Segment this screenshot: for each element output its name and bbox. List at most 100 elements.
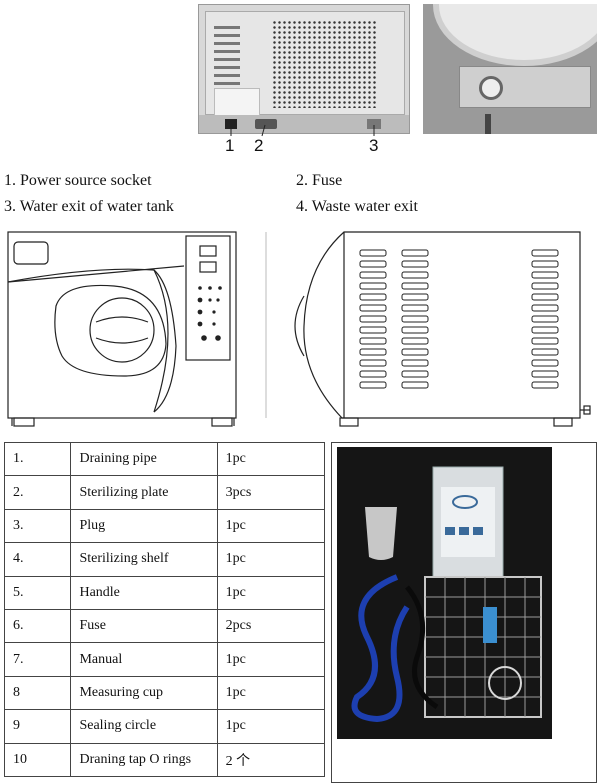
row-number: 8 — [3, 675, 72, 711]
vent-slot — [531, 282, 559, 290]
vent-slot — [359, 260, 387, 268]
back-panel — [205, 11, 405, 116]
front-view-drawing — [7, 231, 267, 427]
vent-slot — [531, 315, 559, 323]
item-name: Measuring cup — [70, 675, 218, 711]
vent-slot — [401, 348, 429, 356]
item-quantity: 1pc — [216, 642, 326, 677]
vent-slot — [531, 249, 559, 257]
vent-slot — [359, 370, 387, 378]
item-name: Manual — [70, 642, 218, 677]
vent-slot — [401, 370, 429, 378]
legend-item-4: 4. Waste water exit — [296, 198, 418, 215]
vent-slot — [401, 271, 429, 279]
vent-slot — [531, 304, 559, 312]
row-number: 5. — [3, 575, 72, 610]
row-number: 4. — [3, 542, 72, 577]
fan-grill — [272, 20, 376, 108]
item-name: Fuse — [70, 608, 218, 644]
power-socket — [225, 119, 237, 129]
vent-slot — [401, 326, 429, 334]
vent-slot — [359, 282, 387, 290]
item-quantity: 3pcs — [216, 475, 326, 510]
legend-item-3: 3. Water exit of water tank — [4, 198, 174, 215]
side-vents-drawing — [359, 249, 559, 389]
item-quantity: 1pc — [216, 441, 326, 477]
row-number: 9 — [3, 709, 72, 744]
item-quantity: 1pc — [216, 542, 326, 577]
vent-slot — [401, 315, 429, 323]
vent-slot — [401, 304, 429, 312]
row-number: 2. — [3, 475, 72, 510]
vent-slot — [359, 315, 387, 323]
side-view-drawing — [294, 231, 591, 427]
accessories-illustration — [337, 447, 552, 739]
connector-strip — [199, 115, 409, 133]
vent-slot — [359, 271, 387, 279]
legend-item-1: 1. Power source socket — [4, 172, 152, 189]
vent-slot — [531, 337, 559, 345]
vent-slot — [401, 337, 429, 345]
item-name: Draning tap O rings — [70, 742, 218, 777]
vent-slot — [401, 260, 429, 268]
vent-slot — [531, 260, 559, 268]
fuse-holder — [255, 119, 277, 129]
row-number: 3. — [3, 508, 72, 544]
item-name: Sterilizing plate — [70, 475, 218, 510]
callout-2: 2 — [254, 136, 264, 155]
row-number: 7. — [3, 642, 72, 677]
vent-slot — [359, 381, 387, 389]
vent-slot — [401, 359, 429, 367]
chamber-drum — [433, 4, 597, 66]
row-number: 6. — [3, 608, 72, 644]
item-quantity: 1pc — [216, 675, 326, 711]
item-name: Sealing circle — [70, 709, 218, 744]
item-quantity: 1pc — [216, 508, 326, 544]
callout-1: 1 — [225, 136, 235, 155]
item-quantity: 2pcs — [216, 608, 326, 644]
waste-valve — [479, 76, 503, 100]
item-quantity: 2 个 — [216, 742, 326, 777]
item-name: Handle — [70, 575, 218, 610]
callout-3: 3 — [369, 136, 379, 155]
vent-slot — [401, 249, 429, 257]
vent-slot — [359, 249, 387, 257]
vent-slot — [531, 359, 559, 367]
legend-item-2: 2. Fuse — [296, 172, 343, 189]
item-quantity: 1pc — [216, 575, 326, 610]
vent-slot — [401, 282, 429, 290]
vent-slot — [359, 359, 387, 367]
item-name: Draining pipe — [70, 441, 218, 477]
water-exit-connector — [367, 119, 381, 129]
side-vents — [214, 26, 242, 90]
vent-slot — [359, 326, 387, 334]
accessories-photo — [337, 447, 552, 739]
vent-slot — [531, 348, 559, 356]
vent-slot — [531, 293, 559, 301]
row-number: 1. — [3, 441, 72, 477]
vent-slot — [401, 293, 429, 301]
vent-slot — [531, 381, 559, 389]
vent-slot — [359, 337, 387, 345]
vent-slot — [401, 381, 429, 389]
accessories-photo-frame — [331, 442, 597, 783]
waste-exit-photo — [423, 4, 597, 134]
back-panel-photo — [198, 4, 410, 134]
item-quantity: 1pc — [216, 709, 326, 744]
vent-slot — [359, 304, 387, 312]
vent-slot — [531, 326, 559, 334]
vent-slot — [359, 293, 387, 301]
support-leg — [485, 114, 491, 134]
vent-slot — [531, 271, 559, 279]
